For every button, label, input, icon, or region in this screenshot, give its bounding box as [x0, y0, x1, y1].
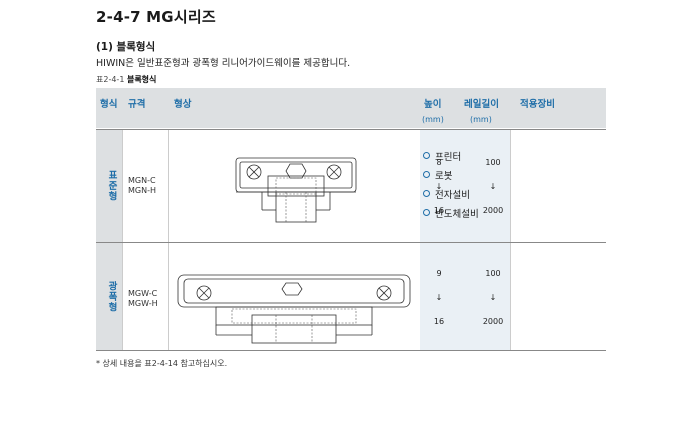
- type-cell: 광폭형: [96, 243, 122, 351]
- divider: [168, 130, 169, 242]
- table-header: 형식 규격 형상 높이 (mm) 레일길이 (mm) 적용장비: [96, 88, 606, 128]
- rail-min: 100: [485, 158, 501, 167]
- table-caption: 표2-4-1 블록형식: [96, 74, 156, 85]
- application-item: 프린터: [423, 149, 479, 163]
- footnote: * 상세 내용을 표2-4-14 참고하십시오.: [96, 359, 228, 368]
- model-list: MGN-C MGN-H: [128, 176, 156, 196]
- rail-arrow: ↓: [489, 293, 497, 302]
- height-min: 8: [436, 158, 442, 167]
- type-label: 광폭형: [106, 281, 117, 313]
- rail-max: 2000: [482, 206, 504, 215]
- section-subtitle: (1) 블록형식: [96, 41, 156, 53]
- application-item: 로봇: [423, 168, 479, 182]
- col-height-unit: (mm): [422, 115, 444, 124]
- page-title: 2-4-7 MG시리즈: [96, 8, 216, 26]
- model-name: MGW-H: [128, 299, 158, 308]
- application-item: 전자설비: [423, 187, 479, 201]
- height-arrow: ↓: [435, 293, 443, 302]
- caption-number: 표2-4-1: [96, 75, 125, 84]
- col-rail-unit: (mm): [470, 115, 492, 124]
- application-list: 프린터 로봇 전자설비 반도체설비: [423, 149, 479, 225]
- col-rail-length: 레일길이: [464, 99, 499, 110]
- model-name: MGN-H: [128, 186, 156, 195]
- height-max: 16: [433, 317, 445, 326]
- height-arrow: ↓: [435, 182, 443, 191]
- application-item: 반도체설비: [423, 206, 479, 220]
- spec-column: [420, 243, 510, 351]
- spec-column: [420, 130, 510, 242]
- rail-arrow: ↓: [489, 182, 497, 191]
- table-row: 광폭형 MGW-C MGW-H 9 ↓ 16 100 ↓ 2000: [96, 242, 606, 351]
- model-name: MGN-C: [128, 176, 156, 185]
- table-row: 표준형 MGN-C MGN-H 8 ↓ 16 100 ↓ 2000: [96, 129, 606, 242]
- col-model: 규격: [128, 99, 146, 110]
- divider: [122, 243, 123, 351]
- caption-title: 블록형식: [126, 75, 157, 84]
- type-label: 표준형: [106, 170, 117, 202]
- model-list: MGW-C MGW-H: [128, 289, 158, 309]
- height-max: 16: [433, 206, 445, 215]
- model-name: MGW-C: [128, 289, 158, 298]
- divider: [122, 130, 123, 242]
- table-bottom-border: [96, 350, 606, 351]
- block-wide-drawing: [177, 274, 411, 344]
- col-application: 적용장비: [520, 99, 555, 110]
- rail-min: 100: [485, 269, 501, 278]
- col-type: 형식: [100, 99, 118, 110]
- rail-max: 2000: [482, 317, 504, 326]
- divider: [510, 243, 511, 351]
- section-description: HIWIN은 일반표준형과 광폭형 리니어가이드웨이를 제공합니다.: [96, 58, 351, 69]
- height-min: 9: [436, 269, 442, 278]
- col-shape: 형상: [174, 99, 192, 110]
- col-height: 높이: [424, 99, 442, 110]
- type-cell: 표준형: [96, 130, 122, 242]
- divider: [168, 243, 169, 351]
- block-standard-drawing: [235, 157, 357, 223]
- divider: [510, 130, 511, 242]
